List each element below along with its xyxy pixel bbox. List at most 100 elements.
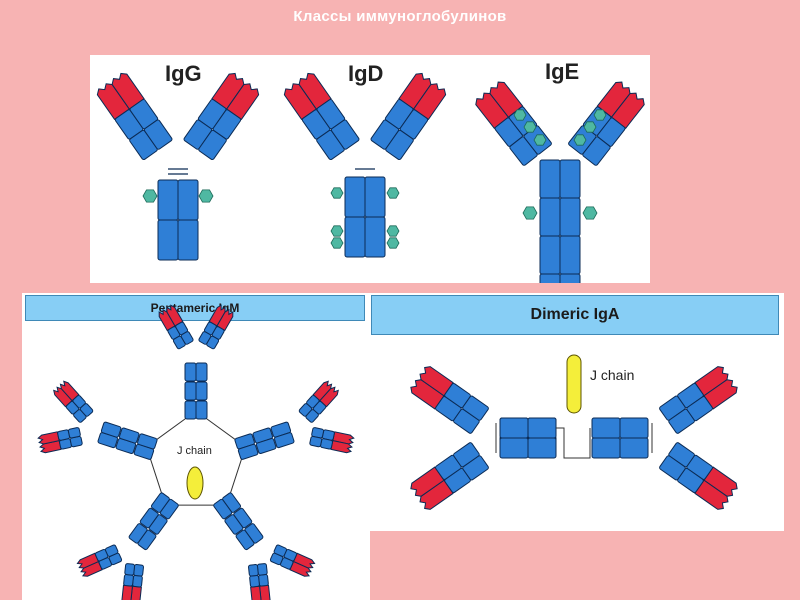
constant-domain <box>134 564 144 576</box>
top-diagram-panel: IgG IgD IgE <box>90 55 650 283</box>
iga-diagram-panel: Dimeric IgA J chain <box>368 293 784 531</box>
variable-domain <box>121 585 132 600</box>
fc-domain <box>178 220 198 260</box>
iga-linker <box>556 428 590 458</box>
igm-monomer <box>226 377 359 486</box>
igg-molecule <box>95 71 261 260</box>
igm-j-chain <box>187 467 203 499</box>
igm-arm <box>298 380 339 423</box>
igm-fc-domain <box>196 401 207 419</box>
carbohydrate-hexagon <box>143 190 157 202</box>
fc-domain <box>560 236 580 274</box>
igg-fc <box>158 180 198 260</box>
iga-arm-top-right <box>659 364 740 434</box>
iga-arm-top-left <box>409 364 490 434</box>
carbohydrate-hexagon <box>387 188 399 198</box>
fc-domain <box>540 198 560 236</box>
constant-domain <box>132 575 142 587</box>
carbohydrate-hexagon <box>534 135 546 145</box>
igm-fc-domain <box>185 401 196 419</box>
igm-arm <box>248 563 270 600</box>
carbohydrate-hexagon <box>523 207 537 219</box>
iga-fc-domain <box>528 418 556 438</box>
variable-domain <box>251 586 262 600</box>
constant-domain <box>248 564 258 576</box>
igm-diagram-panel: Pentameric IgM J chain <box>22 293 370 600</box>
iga-fc-domain <box>500 438 528 458</box>
igm-fc-domain <box>196 382 207 400</box>
fc-domain <box>540 160 560 198</box>
iga-arm-bottom-right <box>659 442 740 512</box>
igm-arm <box>270 544 316 578</box>
igm-arm <box>309 427 354 453</box>
fc-domain <box>540 236 560 274</box>
igm-arm <box>121 563 143 600</box>
fc-domain <box>560 160 580 198</box>
iga-j-chain <box>567 355 581 413</box>
igm-monomer <box>71 476 201 600</box>
fc-domain <box>158 220 178 260</box>
constant-domain <box>309 436 322 447</box>
igm-monomer <box>157 304 235 419</box>
igg-left-arm <box>95 71 173 160</box>
carbohydrate-hexagon <box>331 226 343 236</box>
slide-title: Классы иммуноглобулинов <box>0 8 800 25</box>
iga-arm-bottom-left <box>409 442 490 512</box>
top-antibody-diagram <box>90 55 650 283</box>
ige-right-arm <box>568 79 647 166</box>
iga-fc-domain <box>620 438 648 458</box>
fc-domain <box>365 217 385 257</box>
igm-fc-domain <box>185 363 196 381</box>
igm-monomer <box>33 377 166 486</box>
carbohydrate-hexagon <box>594 110 606 120</box>
carbohydrate-hexagon <box>574 135 586 145</box>
carbohydrate-hexagon <box>514 110 526 120</box>
carbohydrate-hexagon <box>583 207 597 219</box>
carbohydrate-hexagon <box>524 122 536 132</box>
fc-domain <box>560 198 580 236</box>
iga-dimer-diagram <box>368 293 784 531</box>
iga-j-chain-label: J chain <box>590 367 634 383</box>
fc-domain <box>540 274 560 283</box>
constant-domain <box>249 575 259 587</box>
carbohydrate-hexagon <box>387 226 399 236</box>
constant-domain <box>125 563 135 575</box>
constant-domain <box>257 563 267 575</box>
igm-arm <box>77 544 123 578</box>
carbohydrate-hexagon <box>387 238 399 248</box>
fc-domain <box>365 177 385 217</box>
ige-left-arm <box>473 79 552 166</box>
iga-fc-domain <box>528 438 556 458</box>
carbohydrate-hexagon <box>584 122 596 132</box>
igd-molecule <box>282 71 448 257</box>
carbohydrate-hexagon <box>331 238 343 248</box>
iga-fc-domain <box>592 438 620 458</box>
iga-fc-domain <box>592 418 620 438</box>
constant-domain <box>123 574 133 586</box>
igg-right-arm <box>183 71 261 160</box>
igd-left-arm <box>282 71 360 160</box>
igm-arm <box>38 427 83 453</box>
carbohydrate-hexagon <box>331 188 343 198</box>
ige-fc <box>540 160 580 283</box>
igm-arm <box>198 304 235 349</box>
igm-fc-domain <box>185 382 196 400</box>
carbohydrate-hexagon <box>199 190 213 202</box>
igm-arm <box>157 304 194 349</box>
fc-domain <box>560 274 580 283</box>
igm-fc-domain <box>196 363 207 381</box>
iga-fc-domain <box>620 418 648 438</box>
constant-domain <box>258 574 268 586</box>
fc-domain <box>158 180 178 220</box>
igd-fc <box>345 177 385 257</box>
constant-domain <box>68 427 81 438</box>
fc-domain <box>345 177 365 217</box>
ige-molecule <box>473 79 646 283</box>
igm-j-chain-label: J chain <box>177 445 212 457</box>
igd-right-arm <box>370 71 448 160</box>
iga-fc-domain <box>500 418 528 438</box>
fc-domain <box>345 217 365 257</box>
igm-arm <box>52 380 93 423</box>
igm-monomer <box>190 476 320 600</box>
fc-domain <box>178 180 198 220</box>
